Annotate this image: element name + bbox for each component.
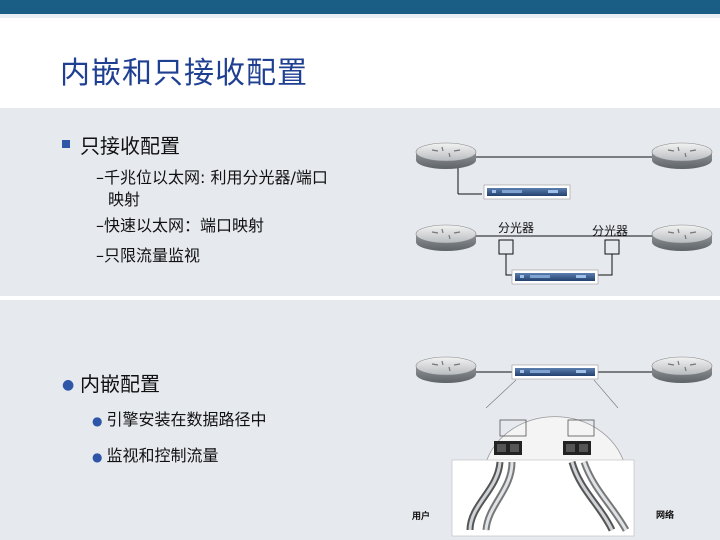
round-bullet-icon: ● xyxy=(62,377,75,393)
inline-item-1-label: 引擎安装在数据路径中 xyxy=(106,410,267,429)
receive-only-item-2: –快速以太网：端口映射 xyxy=(96,216,265,235)
splitter-left-label: 分光器 xyxy=(498,221,534,235)
port-1-icon xyxy=(494,419,527,455)
router-bottom-right-icon xyxy=(651,224,713,252)
receive-only-panel xyxy=(0,108,720,296)
zoom-line-left xyxy=(485,379,517,409)
splitter-right-wire xyxy=(598,254,613,276)
top-bar xyxy=(0,0,720,14)
appliance-icon xyxy=(483,184,571,200)
small-bullet-icon: ● xyxy=(92,450,103,464)
router-inline-left-icon xyxy=(415,356,477,384)
router-inline-right-icon xyxy=(651,356,713,384)
inline-item-2-label: 监视和控制流量 xyxy=(106,446,219,465)
inline-heading: 内嵌配置 xyxy=(80,372,160,396)
zoom-line-right xyxy=(593,379,619,409)
router-bottom-left-icon xyxy=(415,224,477,252)
slide-title: 内嵌和只接收配置 xyxy=(60,56,308,91)
splitter-right-label: 分光器 xyxy=(592,224,628,238)
splitter-right-box xyxy=(604,239,620,255)
router-top-right-icon xyxy=(651,142,713,170)
port-2-icon xyxy=(563,419,595,455)
inline-appliance-icon xyxy=(511,364,599,380)
appliance-icon xyxy=(511,269,599,285)
square-bullet-icon xyxy=(62,140,70,148)
router-top-left-icon xyxy=(415,142,477,170)
receive-only-item-1-cont: 映射 xyxy=(108,190,141,209)
user-label: 用户 xyxy=(411,510,430,522)
network-label: 网络 xyxy=(656,509,674,521)
receive-only-item-3: –只限流量监视 xyxy=(96,246,201,265)
fiber-cable-icon xyxy=(466,460,630,532)
small-bullet-icon: ● xyxy=(92,414,103,428)
receive-only-item-1: –千兆位以太网: 利用分光器/端口 xyxy=(96,168,328,187)
inline-item-2: ●监视和控制流量 xyxy=(92,442,219,466)
receive-only-heading: 只接收配置 xyxy=(80,134,180,158)
top-strip xyxy=(0,14,720,18)
splitter-left-box xyxy=(498,239,514,255)
inline-item-1: ●引擎安装在数据路径中 xyxy=(92,406,267,430)
